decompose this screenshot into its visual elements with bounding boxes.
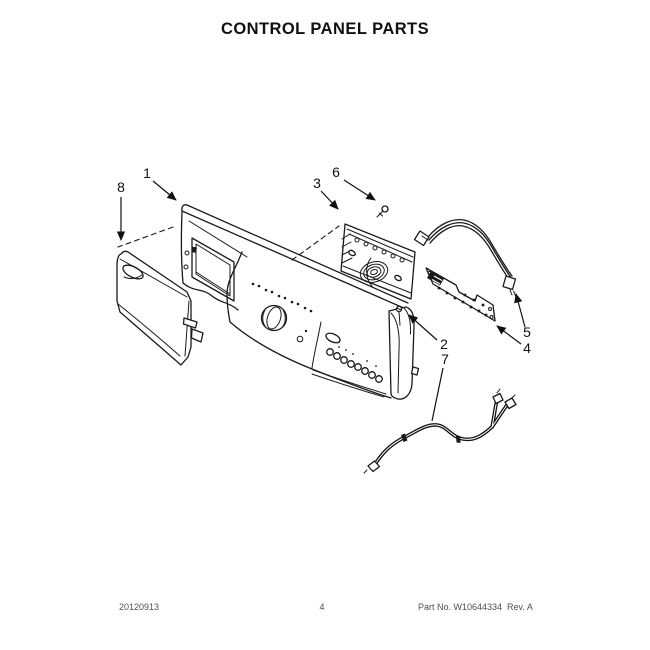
- harness-connector-left: [413, 230, 430, 247]
- power-symbol: [296, 335, 304, 343]
- footer-page-number: 4: [319, 602, 325, 612]
- drawer-clip-upper: [182, 317, 198, 329]
- part-electronic-control-assembly: [340, 223, 416, 300]
- part-ui-circuit-board: [425, 267, 496, 322]
- callout-1: 1: [143, 165, 151, 181]
- callout-5: 5: [523, 324, 531, 340]
- part-screw-2: [395, 305, 403, 326]
- part-screw-6: [376, 205, 389, 218]
- part-control-panel-console: [180, 204, 420, 400]
- callout-4: 4: [523, 340, 531, 356]
- button-row: [326, 346, 383, 383]
- callout-2: 2: [440, 336, 448, 352]
- footer-part-number: Part No. W10644334 Rev. A: [418, 602, 533, 612]
- indicator-dots: [251, 282, 313, 313]
- drawer-handle-recess: [122, 264, 144, 280]
- part-wire-harness-cable: [363, 388, 517, 474]
- callout-6: 6: [332, 164, 340, 180]
- callout-3: 3: [313, 175, 321, 191]
- cable-connector-c: [367, 460, 381, 473]
- cable-connector-b: [504, 397, 517, 410]
- part-dispenser-drawer-front: [116, 250, 204, 366]
- harness-connector-right: [502, 275, 517, 291]
- page-title: CONTROL PANEL PARTS: [220, 20, 430, 38]
- frame-cutout: [191, 237, 235, 302]
- display-window: [325, 332, 341, 344]
- callout-leaders: [116, 179, 526, 422]
- callout-7: 7: [441, 351, 449, 367]
- cable-connector-a: [492, 392, 504, 405]
- control-knob: [260, 304, 288, 332]
- part-wire-harness-arched: [413, 218, 517, 297]
- drawer-clip-lower: [190, 328, 204, 343]
- board-connector: [427, 271, 444, 286]
- callout-8: 8: [117, 179, 125, 195]
- footer-date: 20120913: [119, 602, 160, 612]
